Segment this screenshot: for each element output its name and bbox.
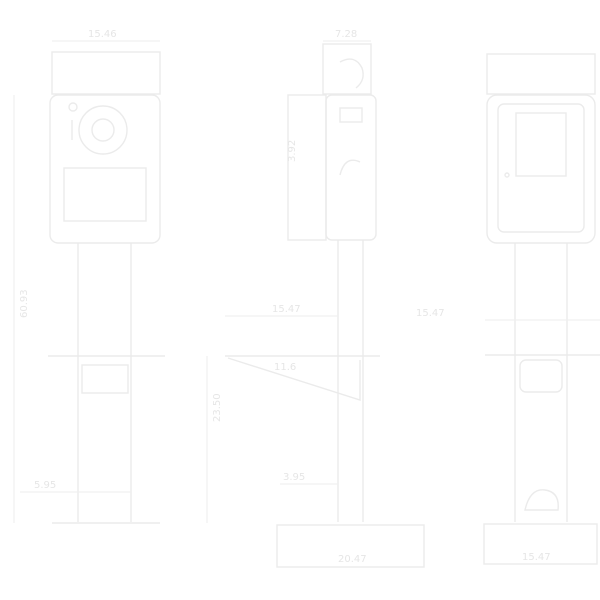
side-curve [339, 159, 361, 176]
rear-mid-width-label: 15.47 [416, 308, 445, 319]
rear-body [486, 94, 596, 244]
side-base-offset-label: 3.95 [283, 472, 305, 483]
side-body-front [325, 94, 377, 241]
front-indicator-dot [68, 102, 78, 112]
side-lower-height-label: 23.50 [212, 393, 223, 422]
front-top-width-label: 15.46 [88, 29, 117, 40]
side-top-width-label: 7.28 [335, 29, 357, 40]
side-top-cap [322, 43, 372, 95]
front-base-offset-label: 5.95 [34, 480, 56, 491]
rear-top-cap [486, 53, 596, 95]
front-clamp-bracket [81, 364, 129, 394]
side-bracket-angle-label: 11.6 [274, 362, 296, 373]
rear-clamp-bracket [519, 359, 563, 393]
side-lens-housing [339, 107, 363, 123]
rear-view: 15.47 15.47 [416, 53, 600, 565]
front-total-height-label: 60.93 [19, 289, 30, 318]
rear-indicator-dot [504, 172, 510, 178]
rear-panel-outer [497, 103, 585, 233]
front-camera-lens-inner [91, 118, 115, 142]
side-body-back [287, 94, 327, 241]
rear-base-width-label: 15.47 [522, 552, 551, 563]
side-body-height-label: 3.92 [287, 140, 298, 162]
side-hook [339, 58, 364, 89]
side-view: 7.28 3.92 15.47 11.6 23.50 3.95 20.47 [206, 29, 425, 568]
front-body [49, 94, 161, 244]
side-angled-bracket [227, 357, 361, 401]
rear-panel-inner [515, 112, 567, 177]
front-display-panel [63, 167, 147, 222]
rear-base-block [483, 523, 598, 565]
front-view: 15.46 60.93 5.95 [13, 29, 165, 524]
side-mid-width-label: 15.47 [272, 304, 301, 315]
front-top-cap [51, 51, 161, 95]
side-base-width-label: 20.47 [338, 554, 367, 565]
rear-base-blob [524, 489, 559, 511]
front-camera-lens-outer [78, 105, 128, 155]
side-base-block [276, 524, 425, 568]
